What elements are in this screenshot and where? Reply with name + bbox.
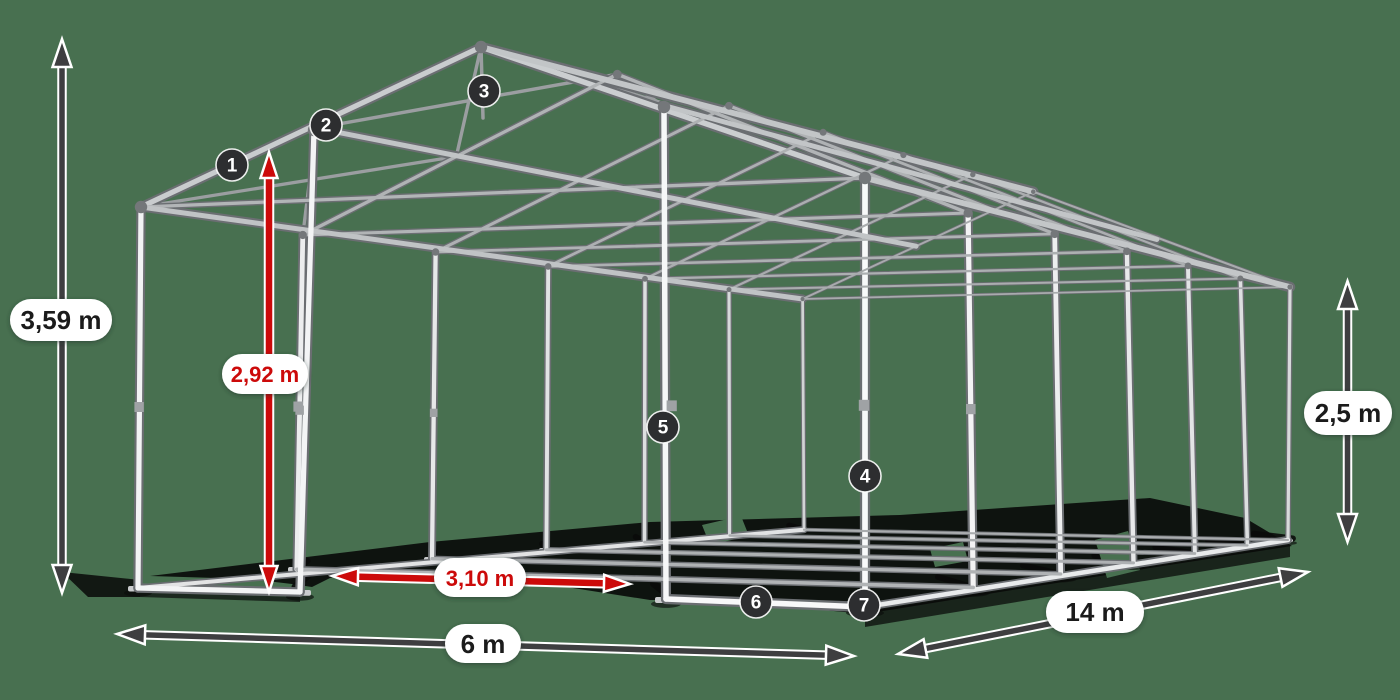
- svg-text:7: 7: [859, 596, 870, 617]
- svg-text:3,10 m: 3,10 m: [446, 566, 515, 591]
- svg-text:5: 5: [658, 418, 669, 439]
- svg-text:2,92 m: 2,92 m: [231, 362, 300, 387]
- svg-text:2: 2: [321, 116, 332, 137]
- svg-text:4: 4: [860, 467, 871, 488]
- svg-text:6: 6: [751, 593, 762, 614]
- svg-text:14 m: 14 m: [1065, 597, 1124, 627]
- svg-text:3,59 m: 3,59 m: [21, 305, 102, 335]
- svg-text:2,5 m: 2,5 m: [1315, 398, 1382, 428]
- svg-text:3: 3: [479, 82, 490, 103]
- svg-text:1: 1: [227, 156, 238, 177]
- svg-text:6 m: 6 m: [461, 629, 506, 659]
